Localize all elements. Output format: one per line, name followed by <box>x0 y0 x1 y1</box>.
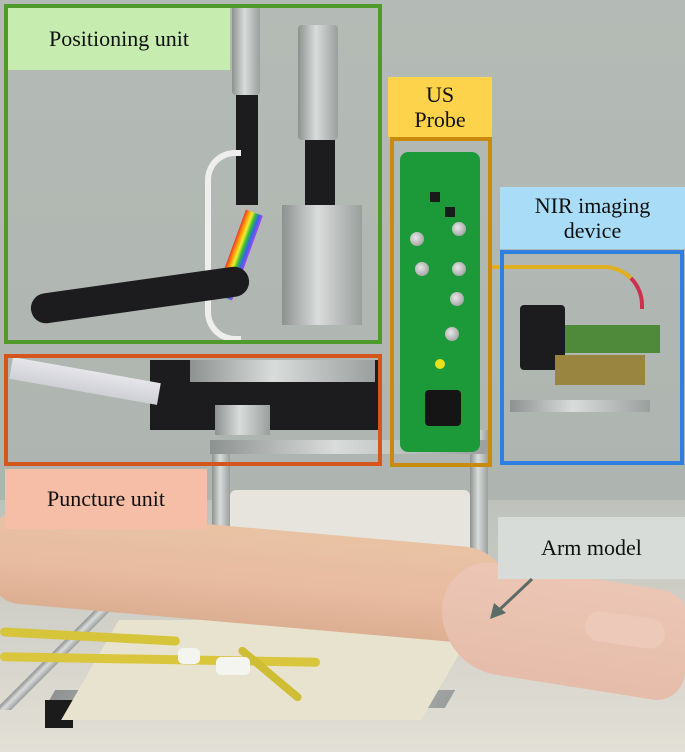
us-probe-text-line1: US <box>425 81 455 107</box>
us-probe-text-line2: Probe <box>414 107 466 132</box>
puncture-plate <box>190 360 375 382</box>
ribbon-cable <box>205 150 241 342</box>
arm-model-text: Arm model <box>541 535 642 561</box>
tube-clamp-1 <box>178 648 200 664</box>
positioning-unit-label: Positioning unit <box>8 8 230 70</box>
arm-model-label: Arm model <box>498 517 685 579</box>
nir-bracket <box>555 355 645 385</box>
puncture-unit-text: Puncture unit <box>47 486 165 512</box>
nir-device-box <box>500 250 684 465</box>
us-probe-box <box>390 137 492 467</box>
motor-right <box>298 25 338 140</box>
us-probe-pcb <box>400 152 480 452</box>
nir-device-text-line1: NIR imaging <box>534 192 651 218</box>
us-probe-label: US Probe <box>388 77 492 137</box>
nir-base <box>510 400 650 412</box>
positioning-unit-text: Positioning unit <box>49 26 189 52</box>
nir-device-text-line2: device <box>563 218 622 243</box>
frame-post-right <box>470 430 488 580</box>
puncture-unit-box <box>4 354 382 466</box>
motor-left-shaft <box>236 95 258 205</box>
positioning-unit-box <box>4 4 382 344</box>
nir-board <box>565 325 660 353</box>
puncture-unit-label: Puncture unit <box>5 469 207 529</box>
needle-holder <box>215 405 270 435</box>
tube-clamp-2 <box>216 657 250 675</box>
nir-device-label: NIR imaging device <box>500 187 685 249</box>
z-axis-bracket <box>282 205 362 325</box>
arm-model-arrow-icon <box>490 577 534 619</box>
motor-left <box>232 5 260 95</box>
